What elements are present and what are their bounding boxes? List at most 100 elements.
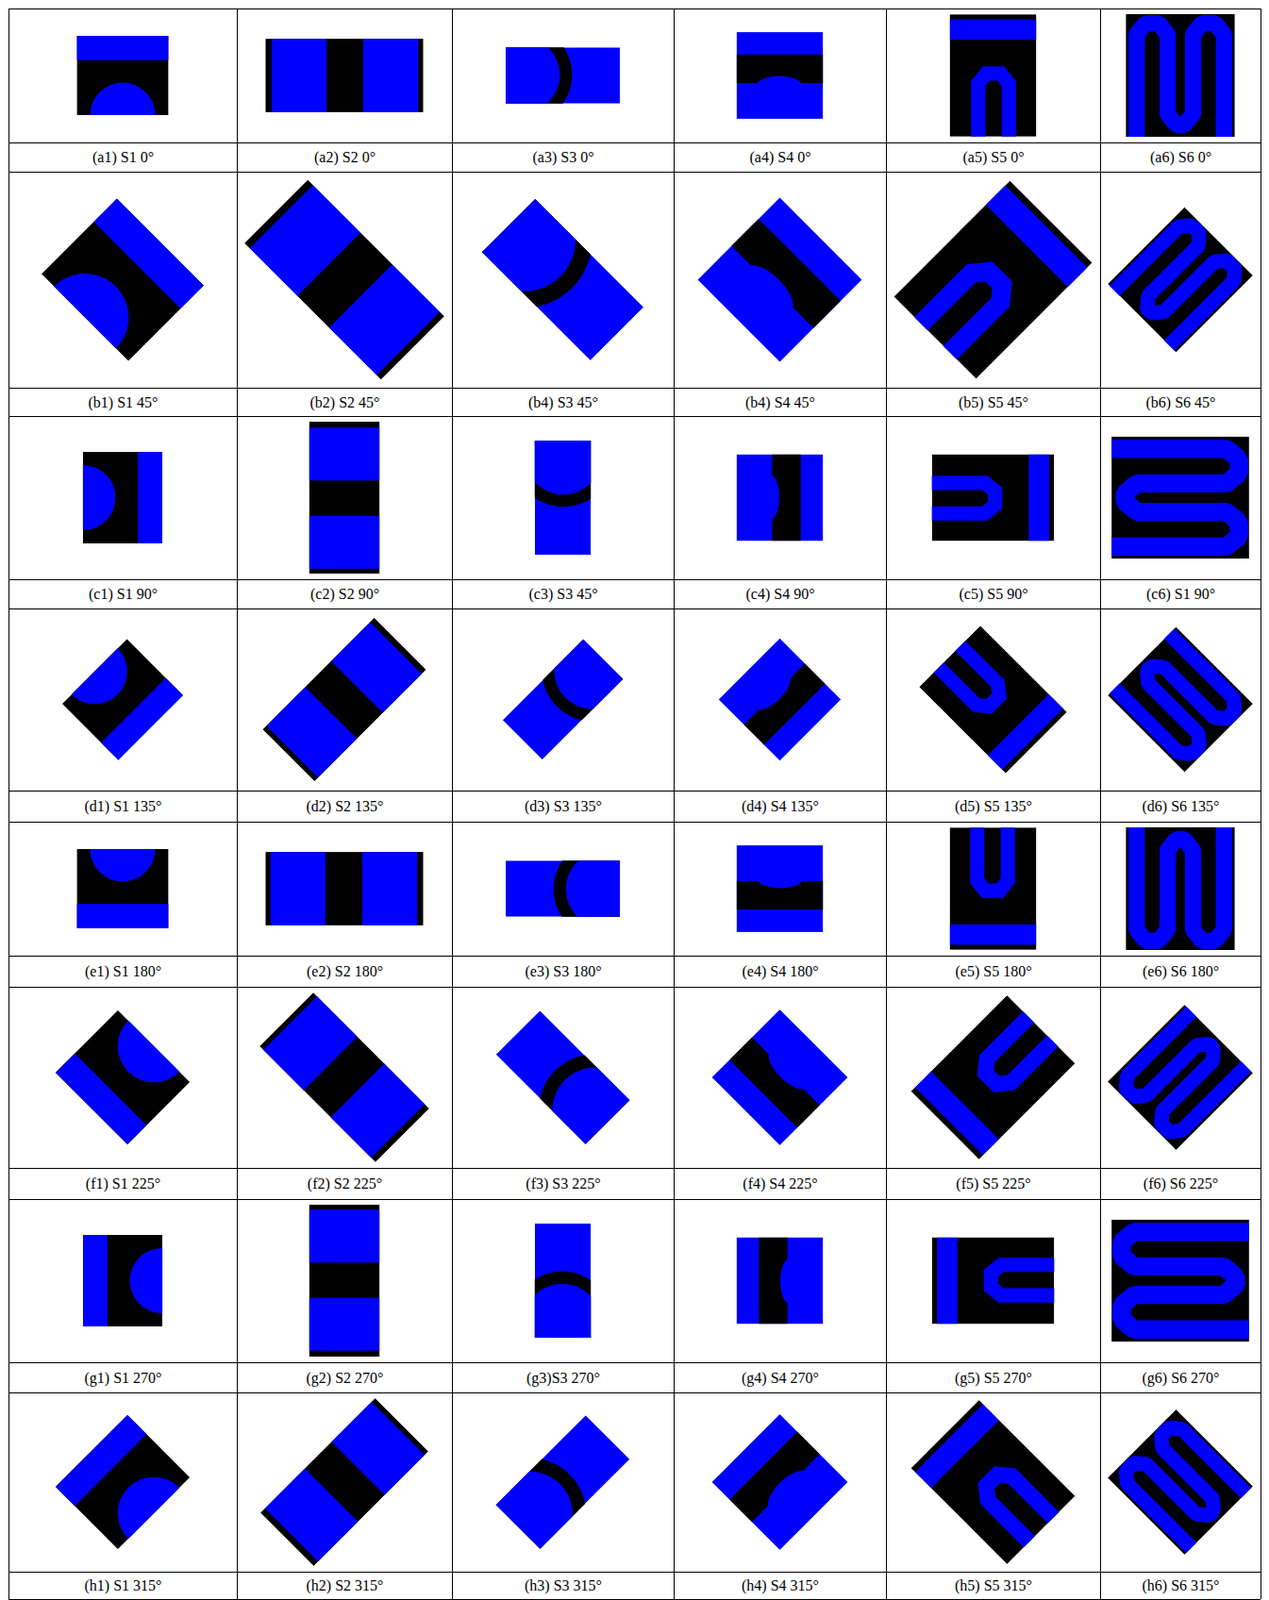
rotated-shape <box>76 816 168 929</box>
caption-text: (a2) S2 0° <box>312 149 378 167</box>
caption-text: (d4) S4 135° <box>739 798 821 816</box>
table-cell-caption: (g6) S6 270° <box>1102 1364 1260 1392</box>
caption-text: (e2) S2 180° <box>304 963 385 981</box>
rotated-shape <box>950 14 1037 147</box>
rotated-shape <box>511 1223 614 1374</box>
rotated-shape <box>697 197 862 362</box>
rotated-shape <box>265 38 423 113</box>
table-cell-caption: (c1) S1 90° <box>10 581 236 608</box>
table-cell-caption: (a2) S2 0° <box>238 144 451 171</box>
rotated-shape <box>486 598 666 777</box>
rotated-shape <box>932 1237 1065 1325</box>
shape-group <box>10 14 1260 1595</box>
rotated-shape <box>10 198 204 392</box>
caption-text: (c5) S5 90° <box>956 585 1030 603</box>
table-cell-caption: (d5) S5 135° <box>887 792 1100 821</box>
rotated-shape <box>426 142 666 382</box>
caption-text: (h5) S5 315° <box>952 1577 1035 1595</box>
rotated-shape <box>736 454 824 542</box>
rotated-shape <box>1102 620 1253 772</box>
rotated-shape <box>1101 436 1250 560</box>
table-cell-caption: (e1) S1 180° <box>10 957 236 986</box>
caption-text: (b4) S3 45° <box>526 394 601 412</box>
table-cell-caption: (g2) S2 270° <box>238 1364 451 1392</box>
rotated-shape <box>260 1398 429 1567</box>
table-cell-caption: (d6) S6 135° <box>1102 792 1260 821</box>
rotated-shape <box>38 616 184 761</box>
rotated-shape <box>244 180 445 381</box>
table-cell-caption: (f4) S4 225° <box>675 1169 885 1199</box>
caption-text: (c1) S1 90° <box>86 585 160 603</box>
table-cell-caption: (h2) S2 315° <box>238 1573 451 1599</box>
table-cell-caption: (f2) S2 225° <box>238 1169 451 1199</box>
table-cell-caption: (a1) S1 0° <box>10 144 236 171</box>
rotated-shape <box>55 1415 217 1576</box>
rotated-shape <box>718 638 842 762</box>
table-grid <box>8 8 1262 1600</box>
caption-text: (f1) S1 225° <box>83 1175 163 1193</box>
table-cell-caption: (h6) S6 315° <box>1102 1573 1260 1599</box>
rotated-shape <box>259 992 430 1163</box>
rotated-shape <box>884 180 1092 388</box>
table-cell-caption: (b2) S2 45° <box>238 389 451 416</box>
table-cell-caption: (h4) S4 315° <box>675 1573 885 1599</box>
rotated-shape <box>711 1414 848 1551</box>
table-cell-caption: (f5) S5 225° <box>887 1169 1100 1199</box>
rotated-shape <box>83 1235 196 1327</box>
table-cell-caption: (b6) S6 45° <box>1102 389 1260 416</box>
table-cell-caption: (d3) S3 135° <box>453 792 673 821</box>
caption-text: (e5) S5 180° <box>952 963 1034 981</box>
table-cell-caption: (b4) S3 45° <box>453 389 673 416</box>
caption-text: (c2) S2 90° <box>308 585 382 603</box>
table-cell-caption: (c3) S3 45° <box>453 581 673 608</box>
table-cell-caption: (f3) S3 225° <box>453 1169 673 1199</box>
caption-text: (h4) S4 315° <box>739 1577 821 1595</box>
table-cell-caption: (c6) S1 90° <box>1102 581 1260 608</box>
caption-text: (b6) S6 45° <box>1144 394 1219 412</box>
table-cell-caption: (c4) S4 90° <box>675 581 885 608</box>
table-cell-caption: (b1) S1 45° <box>10 389 236 416</box>
rotated-shape <box>512 404 615 555</box>
caption-text: (g6) S6 270° <box>1140 1369 1222 1387</box>
caption-text: (c3) S3 45° <box>526 585 600 603</box>
caption-text: (d3) S3 135° <box>522 798 604 816</box>
rotated-shape <box>736 1237 824 1325</box>
rotated-shape <box>911 1400 1084 1572</box>
caption-text: (g5) S5 270° <box>952 1369 1035 1387</box>
table-cell-caption: (e6) S6 180° <box>1102 957 1260 986</box>
caption-text: (b2) S2 45° <box>308 394 383 412</box>
table-cell-caption: (d4) S4 135° <box>675 792 885 821</box>
caption-text: (h2) S2 315° <box>304 1577 386 1595</box>
table-cell-caption: (e4) S4 180° <box>675 957 885 986</box>
caption-text: (h1) S1 315° <box>83 1577 165 1595</box>
table-cell-caption: (a5) S5 0° <box>887 144 1100 171</box>
caption-text: (h3) S3 315° <box>522 1577 604 1595</box>
caption-text: (f3) S3 225° <box>523 1175 602 1193</box>
caption-text: (c6) S1 90° <box>1144 585 1218 603</box>
caption-text: (c4) S4 90° <box>743 585 817 603</box>
rotated-shape <box>736 32 824 119</box>
table-cell-caption: (d2) S2 135° <box>238 792 451 821</box>
table-cell-caption: (f6) S6 225° <box>1102 1169 1260 1199</box>
rotated-shape <box>449 1397 648 1596</box>
rotated-shape <box>50 451 163 544</box>
rotated-shape <box>477 992 676 1191</box>
caption-text: (f4) S4 225° <box>740 1175 819 1193</box>
table-cell-caption: (g1) S1 270° <box>10 1364 236 1392</box>
rotated-shape <box>262 617 426 782</box>
rotated-shape <box>1107 999 1259 1151</box>
caption-text: (f5) S5 225° <box>953 1175 1033 1193</box>
rotated-shape <box>469 23 620 126</box>
table-cell-caption: (e5) S5 180° <box>887 957 1100 986</box>
caption-text: (e6) S6 180° <box>1140 963 1221 981</box>
rotated-shape <box>1125 818 1236 951</box>
table-cell-caption: (a6) S6 0° <box>1102 144 1260 171</box>
rotated-shape <box>912 618 1068 774</box>
caption-text: (g2) S2 270° <box>304 1369 386 1387</box>
rotated-shape <box>921 454 1054 542</box>
rotated-shape <box>55 985 217 1146</box>
caption-text: (d2) S2 135° <box>304 798 386 816</box>
caption-text: (b5) S5 45° <box>956 394 1031 412</box>
caption-text: (e3) S3 180° <box>522 963 603 981</box>
